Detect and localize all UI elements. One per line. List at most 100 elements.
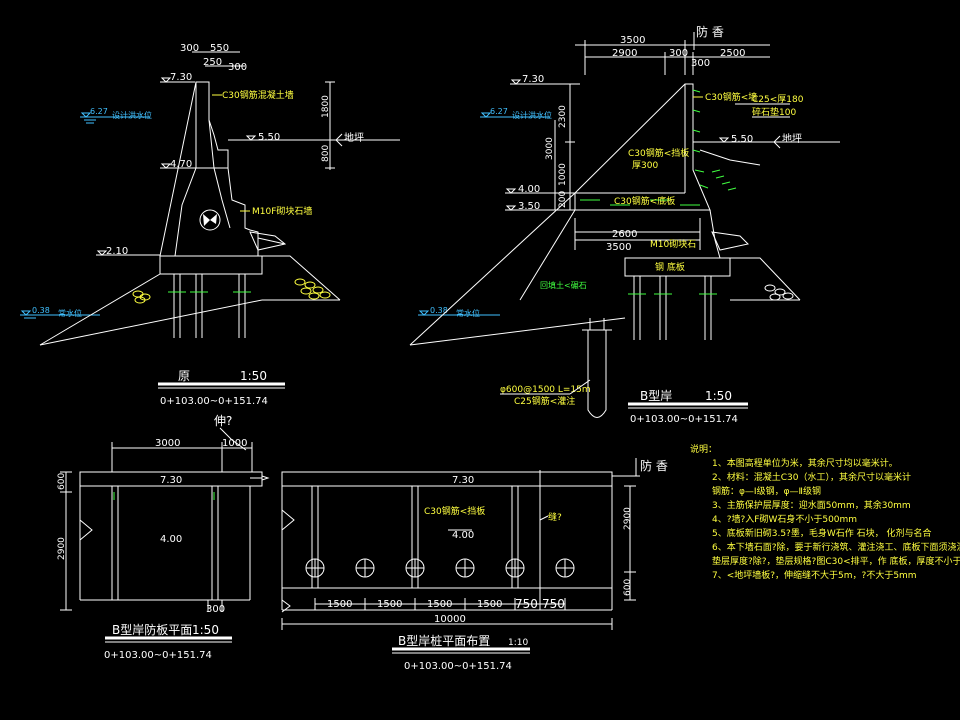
- dim-300-small: 300: [691, 58, 710, 69]
- dim-600: 600: [57, 473, 67, 490]
- dim-3500b: 3500: [606, 242, 631, 253]
- base-slab-label: C30钢筋<底板: [614, 195, 675, 207]
- plan-a: 伸? 3000 1000 600 2900 300 7.30: [57, 414, 270, 661]
- dim-300b: 300: [228, 62, 247, 73]
- note-item: 2、材料：混凝土C30（水工），其余尺寸以毫米计: [712, 471, 911, 483]
- dim-1500-a: 1500: [327, 599, 352, 610]
- low-water-note: 常水位: [456, 308, 480, 318]
- plan-a-elevation-top: 7.30: [160, 475, 182, 486]
- dim-800: 800: [321, 145, 331, 162]
- dim-1000: 1000: [222, 438, 247, 449]
- section-b-elevations: 7.30 6.27 设计洪水位 5.50 4.00 3.50 0.38 常水位: [418, 74, 770, 318]
- dim-2900: 2900: [612, 48, 637, 59]
- dim-250: 250: [203, 57, 222, 68]
- fill-label: 回填土<碾石: [540, 280, 587, 290]
- gravel-label: 碎石垫100: [752, 106, 796, 118]
- ground-label: 地坪: [344, 131, 364, 144]
- dim-1500-d: 1500: [477, 599, 502, 610]
- plan-b-body: 7.30 C30钢筋<挡板 4.00 缝?: [281, 470, 613, 613]
- section-b-title: B型岸: [640, 389, 672, 403]
- note-item: 3、主筋保护层厚度：迎水面50mm，其余30mm: [712, 499, 911, 511]
- plan-a-annotation: 伸?: [214, 414, 232, 428]
- section-b-masonry: 2600 3500 M10砌块石: [519, 209, 750, 301]
- elevation-5-50: 5.50: [258, 132, 280, 143]
- dim-3500: 3500: [620, 35, 645, 46]
- dim-3000: 3000: [155, 438, 180, 449]
- elevation-4-00: 4.00: [518, 184, 540, 195]
- pile-circle: [405, 558, 425, 578]
- section-b-scale: 1:50: [705, 389, 732, 403]
- section-b-top-dims: 3500 2900 300 2500 300 防 香: [575, 24, 770, 75]
- dim-1500-b: 1500: [377, 599, 402, 610]
- elevation-6-27: 6.27: [90, 107, 108, 116]
- elevation-5-50: 5.50: [731, 134, 753, 145]
- section-b-foundation: 钢 底板: [624, 257, 731, 340]
- elevation-7-30: 7.30: [170, 72, 192, 83]
- section-a-ground: 地坪 1800 800: [228, 81, 400, 170]
- section-a: 300 550 250 300 7.30 6.27 设计洪水位 5.50 4.7…: [20, 43, 400, 407]
- bottom-slab-label: 钢 底板: [655, 261, 685, 273]
- c25-label: C25<厚180: [752, 94, 804, 105]
- plan-a-title-block: B型岸防板平面 1:50 0+103.00~0+151.74: [104, 622, 232, 661]
- dim-2300: 2300: [558, 105, 568, 128]
- dim-3000: 3000: [545, 137, 555, 160]
- section-b-ground: 地坪: [693, 132, 840, 191]
- section-a-title: 原: [178, 369, 190, 383]
- dim-2600: 2600: [612, 229, 637, 240]
- section-b-slopes: 回填土<碾石 φ600@1500 L=15m C25钢筋<灌注: [409, 192, 801, 418]
- dim-750-b: 750: [542, 597, 565, 611]
- plan-a-range: 0+103.00~0+151.74: [104, 650, 212, 661]
- plan-b: 防 香 7.30 C30钢筋<挡板 4.00 缝?: [281, 458, 668, 672]
- section-b-title-block: B型岸 1:50 0+103.00~0+151.74: [628, 389, 748, 425]
- plan-a-dims: 3000 1000 600 2900 300: [57, 438, 253, 615]
- stone-wall-label: M10F砌块石墙: [252, 205, 312, 217]
- plan-b-title: B型岸桩平面布置: [398, 633, 490, 648]
- dim-10000: 10000: [434, 614, 466, 625]
- dim-2900: 2900: [623, 507, 633, 530]
- low-water-note: 常水位: [58, 308, 82, 318]
- pile-label-2: C25钢筋<灌注: [514, 395, 575, 407]
- plan-b-elevation-top: 7.30: [452, 475, 474, 486]
- panel-label-2: 厚300: [632, 160, 658, 171]
- section-a-foundation: [159, 255, 263, 338]
- dim-2500: 2500: [720, 48, 745, 59]
- pile-circle: [355, 558, 375, 578]
- elevation-7-30: 7.30: [522, 74, 544, 85]
- water-note: 设计洪水位: [112, 110, 152, 120]
- section-a-top-dims: 300 550 250 300: [180, 43, 247, 73]
- elevation-3-50: 3.50: [518, 201, 540, 212]
- dim-1500-c: 1500: [427, 599, 452, 610]
- water-note: 设计洪水位: [512, 110, 552, 120]
- dim-300: 300: [669, 48, 688, 59]
- dim-600: 600: [623, 579, 633, 596]
- section-b-top-label: 防 香: [696, 24, 724, 39]
- plan-b-dims: 1500 1500 1500 1500 750 750 10000 2900 6…: [281, 485, 636, 630]
- plan-b-piles: [305, 558, 575, 578]
- section-b-wall: C30钢筋<墙 C25<厚180 碎石垫100 C30钢筋<挡板 厚300 C3…: [545, 83, 804, 211]
- dim-550: 550: [210, 43, 229, 54]
- note-item: 7、<地坪墙板?，伸缩缝不大于5m，?不大于5mm: [712, 569, 917, 581]
- section-a-slopes: [39, 255, 341, 346]
- elevation-2-10: 2.10: [106, 246, 128, 257]
- section-a-wall: C30钢筋混凝土墙 M10F砌块石墙: [159, 81, 312, 257]
- plan-b-range: 0+103.00~0+151.74: [404, 661, 512, 672]
- masonry-symbol-icon: [199, 209, 221, 231]
- dim-1800: 1800: [321, 95, 331, 118]
- stone-label-2: M10砌块石: [650, 238, 696, 250]
- plan-b-scale: 1:10: [508, 638, 528, 648]
- plan-b-elevation-mid: 4.00: [452, 530, 474, 541]
- elevation-4-70: 4.70: [170, 159, 192, 170]
- note-item: 6、本下墙石面?除，要于新行浇筑、灌注浇工、底板下面须浇混凝土: [712, 541, 960, 553]
- plan-b-title-block: B型岸桩平面布置 1:10 0+103.00~0+151.74: [392, 633, 530, 672]
- section-a-scale: 1:50: [240, 369, 267, 383]
- dim-300: 300: [180, 43, 199, 54]
- elevation-0-38: 0.38: [32, 306, 50, 315]
- pile-circle: [455, 558, 475, 578]
- section-a-title-block: 原 1:50 0+103.00~0+151.74: [158, 369, 285, 407]
- elevation-0-38: 0.38: [430, 306, 448, 315]
- note-item: 垫层厚度?除?，垫层规格?图C30<排平，作 底板，厚度不小于100mm: [712, 555, 960, 567]
- dim-1000: 1000: [558, 163, 568, 186]
- notes-heading: 说明：: [690, 443, 717, 455]
- plan-a-body: 7.30 4.00: [79, 471, 270, 601]
